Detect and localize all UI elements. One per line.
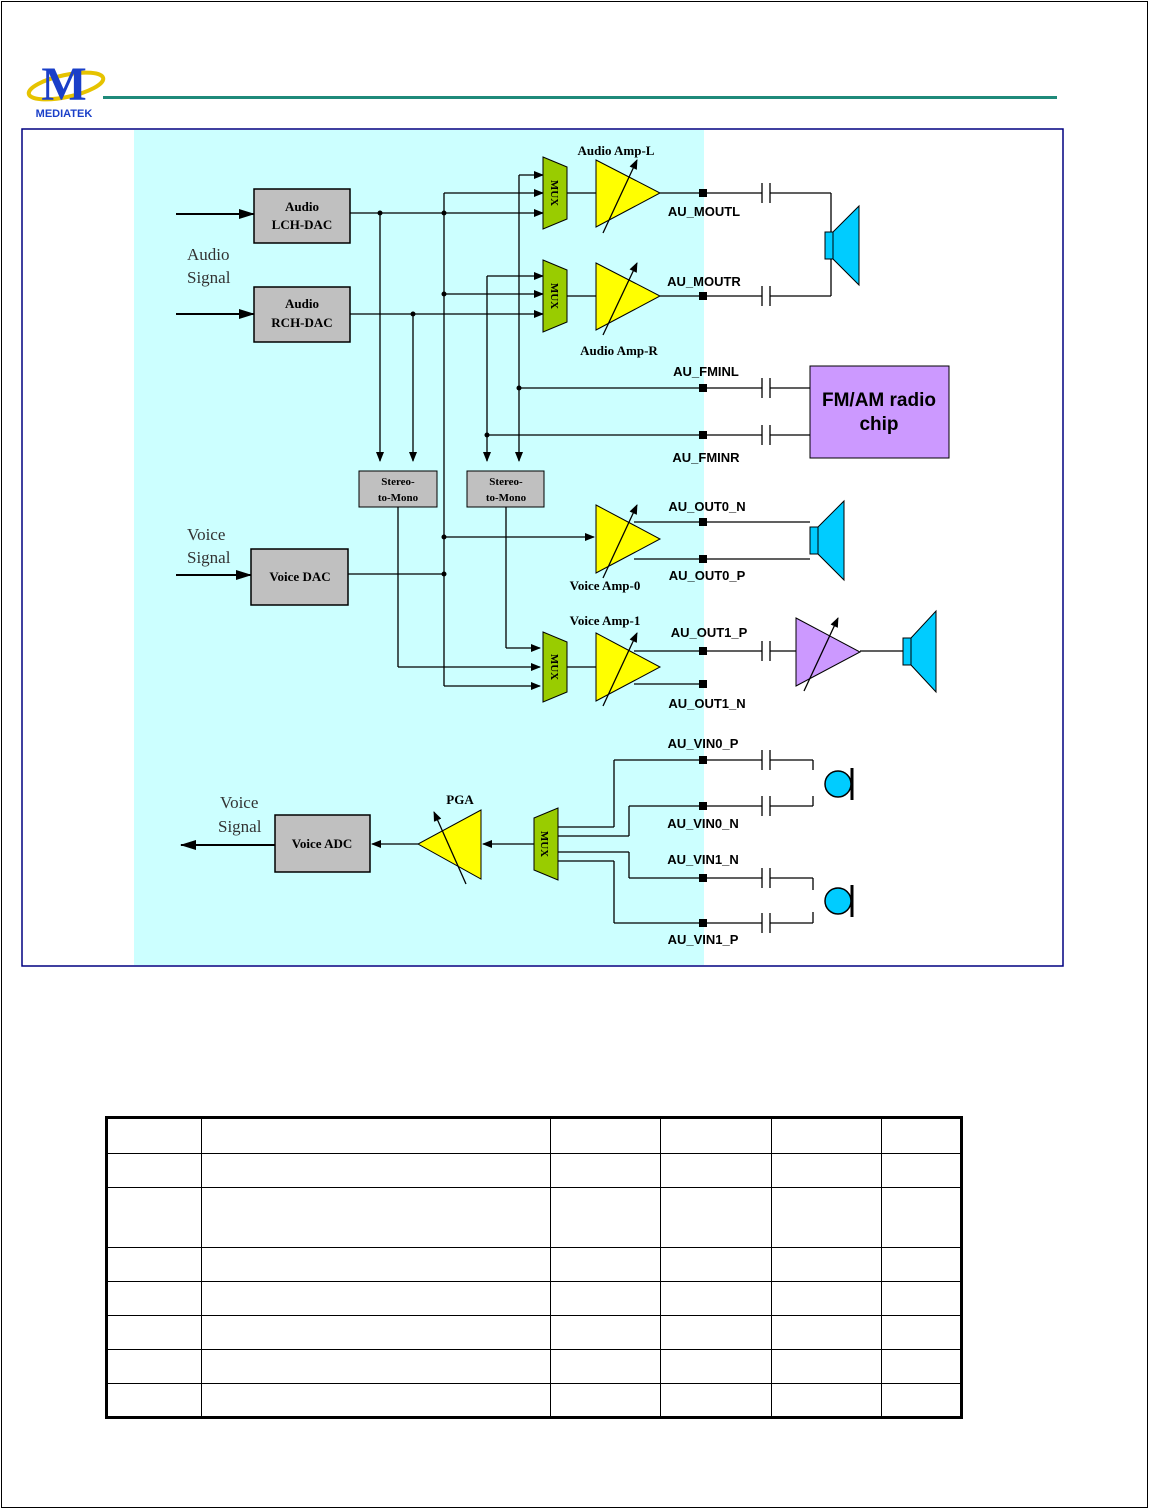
- label-au-out1-n: AU_OUT1_N: [668, 696, 745, 711]
- rch-dac-label-1: Audio: [285, 296, 319, 311]
- speaker-icon-stereo: [824, 204, 860, 287]
- mux-audio-l: [542, 156, 568, 230]
- label-au-moutl: AU_MOUTL: [668, 204, 740, 219]
- label-au-vin0-p: AU_VIN0_P: [668, 736, 739, 751]
- speaker-icon-voice-0: [809, 499, 845, 582]
- label-au-out0-n: AU_OUT0_N: [668, 499, 745, 514]
- voice-signal-in-label-1: Voice: [187, 525, 225, 544]
- logo-letter: M: [41, 58, 86, 111]
- pga-amp: [416, 809, 482, 880]
- voice-adc-label: Voice ADC: [292, 836, 353, 851]
- pin-au-moutr: [699, 292, 707, 300]
- pin-au-fminr: [699, 431, 707, 439]
- label-au-vin1-n: AU_VIN1_N: [667, 852, 739, 867]
- voice-adc-block: [274, 814, 371, 873]
- label-au-fminl: AU_FMINL: [673, 364, 739, 379]
- pga-label: PGA: [446, 792, 474, 807]
- voice-signal-out-label-1: Voice: [220, 793, 258, 812]
- mux-voice-1: [542, 631, 568, 703]
- lch-dac-label-1: Audio: [285, 199, 319, 214]
- pin-au-out0-n: [699, 518, 707, 526]
- voice-signal-out-label-2: Signal: [218, 817, 262, 836]
- label-au-out0-p: AU_OUT0_P: [669, 568, 746, 583]
- pin-au-moutl: [699, 189, 707, 197]
- audio-amp-l-label: Audio Amp-L: [578, 143, 655, 158]
- signal-table: [105, 1116, 963, 1419]
- table-row: [106, 1349, 962, 1384]
- voice-dac-block: [250, 548, 349, 606]
- fm-chip-label-2: chip: [859, 414, 898, 435]
- stereo-to-mono-block-1: [358, 470, 438, 508]
- mux-audio-l-label: MUX: [548, 180, 560, 206]
- stereo-to-mono-1-label-1: Stereo-: [381, 476, 415, 488]
- pin-au-out1-p: [699, 647, 707, 655]
- mux-voice-in-label: MUX: [538, 831, 550, 857]
- rch-dac-block: [253, 286, 351, 343]
- label-au-vin1-p: AU_VIN1_P: [668, 932, 739, 947]
- table-row: [106, 1315, 962, 1350]
- pin-au-fminl: [699, 384, 707, 392]
- stereo-to-mono-2-label-2: to-Mono: [486, 492, 527, 504]
- fm-am-radio-chip: [809, 365, 950, 459]
- label-au-fminr: AU_FMINR: [672, 450, 740, 465]
- audio-block-diagram: Audio Signal Audio LCH-DAC Audio RCH-DAC…: [21, 128, 1064, 967]
- table-row: [106, 1153, 962, 1188]
- voice-amp-0: [595, 504, 662, 574]
- voice-dac-label: Voice DAC: [269, 569, 330, 584]
- table-row: [106, 1383, 962, 1418]
- pin-au-vin0-p: [699, 756, 707, 764]
- fm-chip-label-1: FM/AM radio: [822, 390, 936, 411]
- stereo-to-mono-1-label-2: to-Mono: [378, 492, 419, 504]
- header-rule: [103, 96, 1057, 99]
- pin-au-vin1-p: [699, 919, 707, 927]
- audio-amp-r-label: Audio Amp-R: [580, 343, 658, 358]
- microphone-icon-0: [824, 768, 854, 800]
- stereo-to-mono-2-label-1: Stereo-: [489, 476, 523, 488]
- voice-amp-0-label: Voice Amp-0: [570, 578, 641, 593]
- pin-au-vin0-n: [699, 802, 707, 810]
- pin-au-out1-n: [699, 680, 707, 688]
- mux-voice-1-label: MUX: [548, 654, 560, 680]
- table-row: [106, 1281, 962, 1316]
- audio-amp-l: [595, 159, 662, 228]
- speaker-icon-voice-1: [902, 609, 937, 694]
- table-row: [106, 1117, 962, 1154]
- table-row: [106, 1247, 962, 1282]
- voice-signal-in-label-2: Signal: [187, 548, 231, 567]
- mux-voice-in: [533, 807, 559, 881]
- microphone-icon-1: [824, 885, 854, 917]
- stereo-to-mono-block-2: [466, 470, 545, 508]
- lch-dac-label-2: LCH-DAC: [272, 217, 333, 232]
- pin-au-vin1-n: [699, 874, 707, 882]
- label-au-out1-p: AU_OUT1_P: [671, 625, 748, 640]
- rch-dac-label-2: RCH-DAC: [271, 315, 332, 330]
- mux-audio-r-label: MUX: [548, 283, 560, 309]
- mediatek-logo: M MEDIATEK: [26, 58, 106, 120]
- pin-au-out0-p: [699, 555, 707, 563]
- lch-dac-block: [253, 188, 351, 244]
- voice-amp-1: [595, 632, 662, 702]
- audio-signal-label-2: Signal: [187, 268, 231, 287]
- external-amp: [795, 617, 862, 687]
- label-au-moutr: AU_MOUTR: [667, 274, 741, 289]
- table-row: [106, 1187, 962, 1248]
- label-au-vin0-n: AU_VIN0_N: [667, 816, 739, 831]
- mux-audio-r: [542, 259, 568, 333]
- audio-signal-label-1: Audio: [187, 245, 230, 264]
- logo-text: MEDIATEK: [36, 108, 93, 120]
- audio-amp-r: [595, 262, 662, 331]
- voice-amp-1-label: Voice Amp-1: [570, 613, 641, 628]
